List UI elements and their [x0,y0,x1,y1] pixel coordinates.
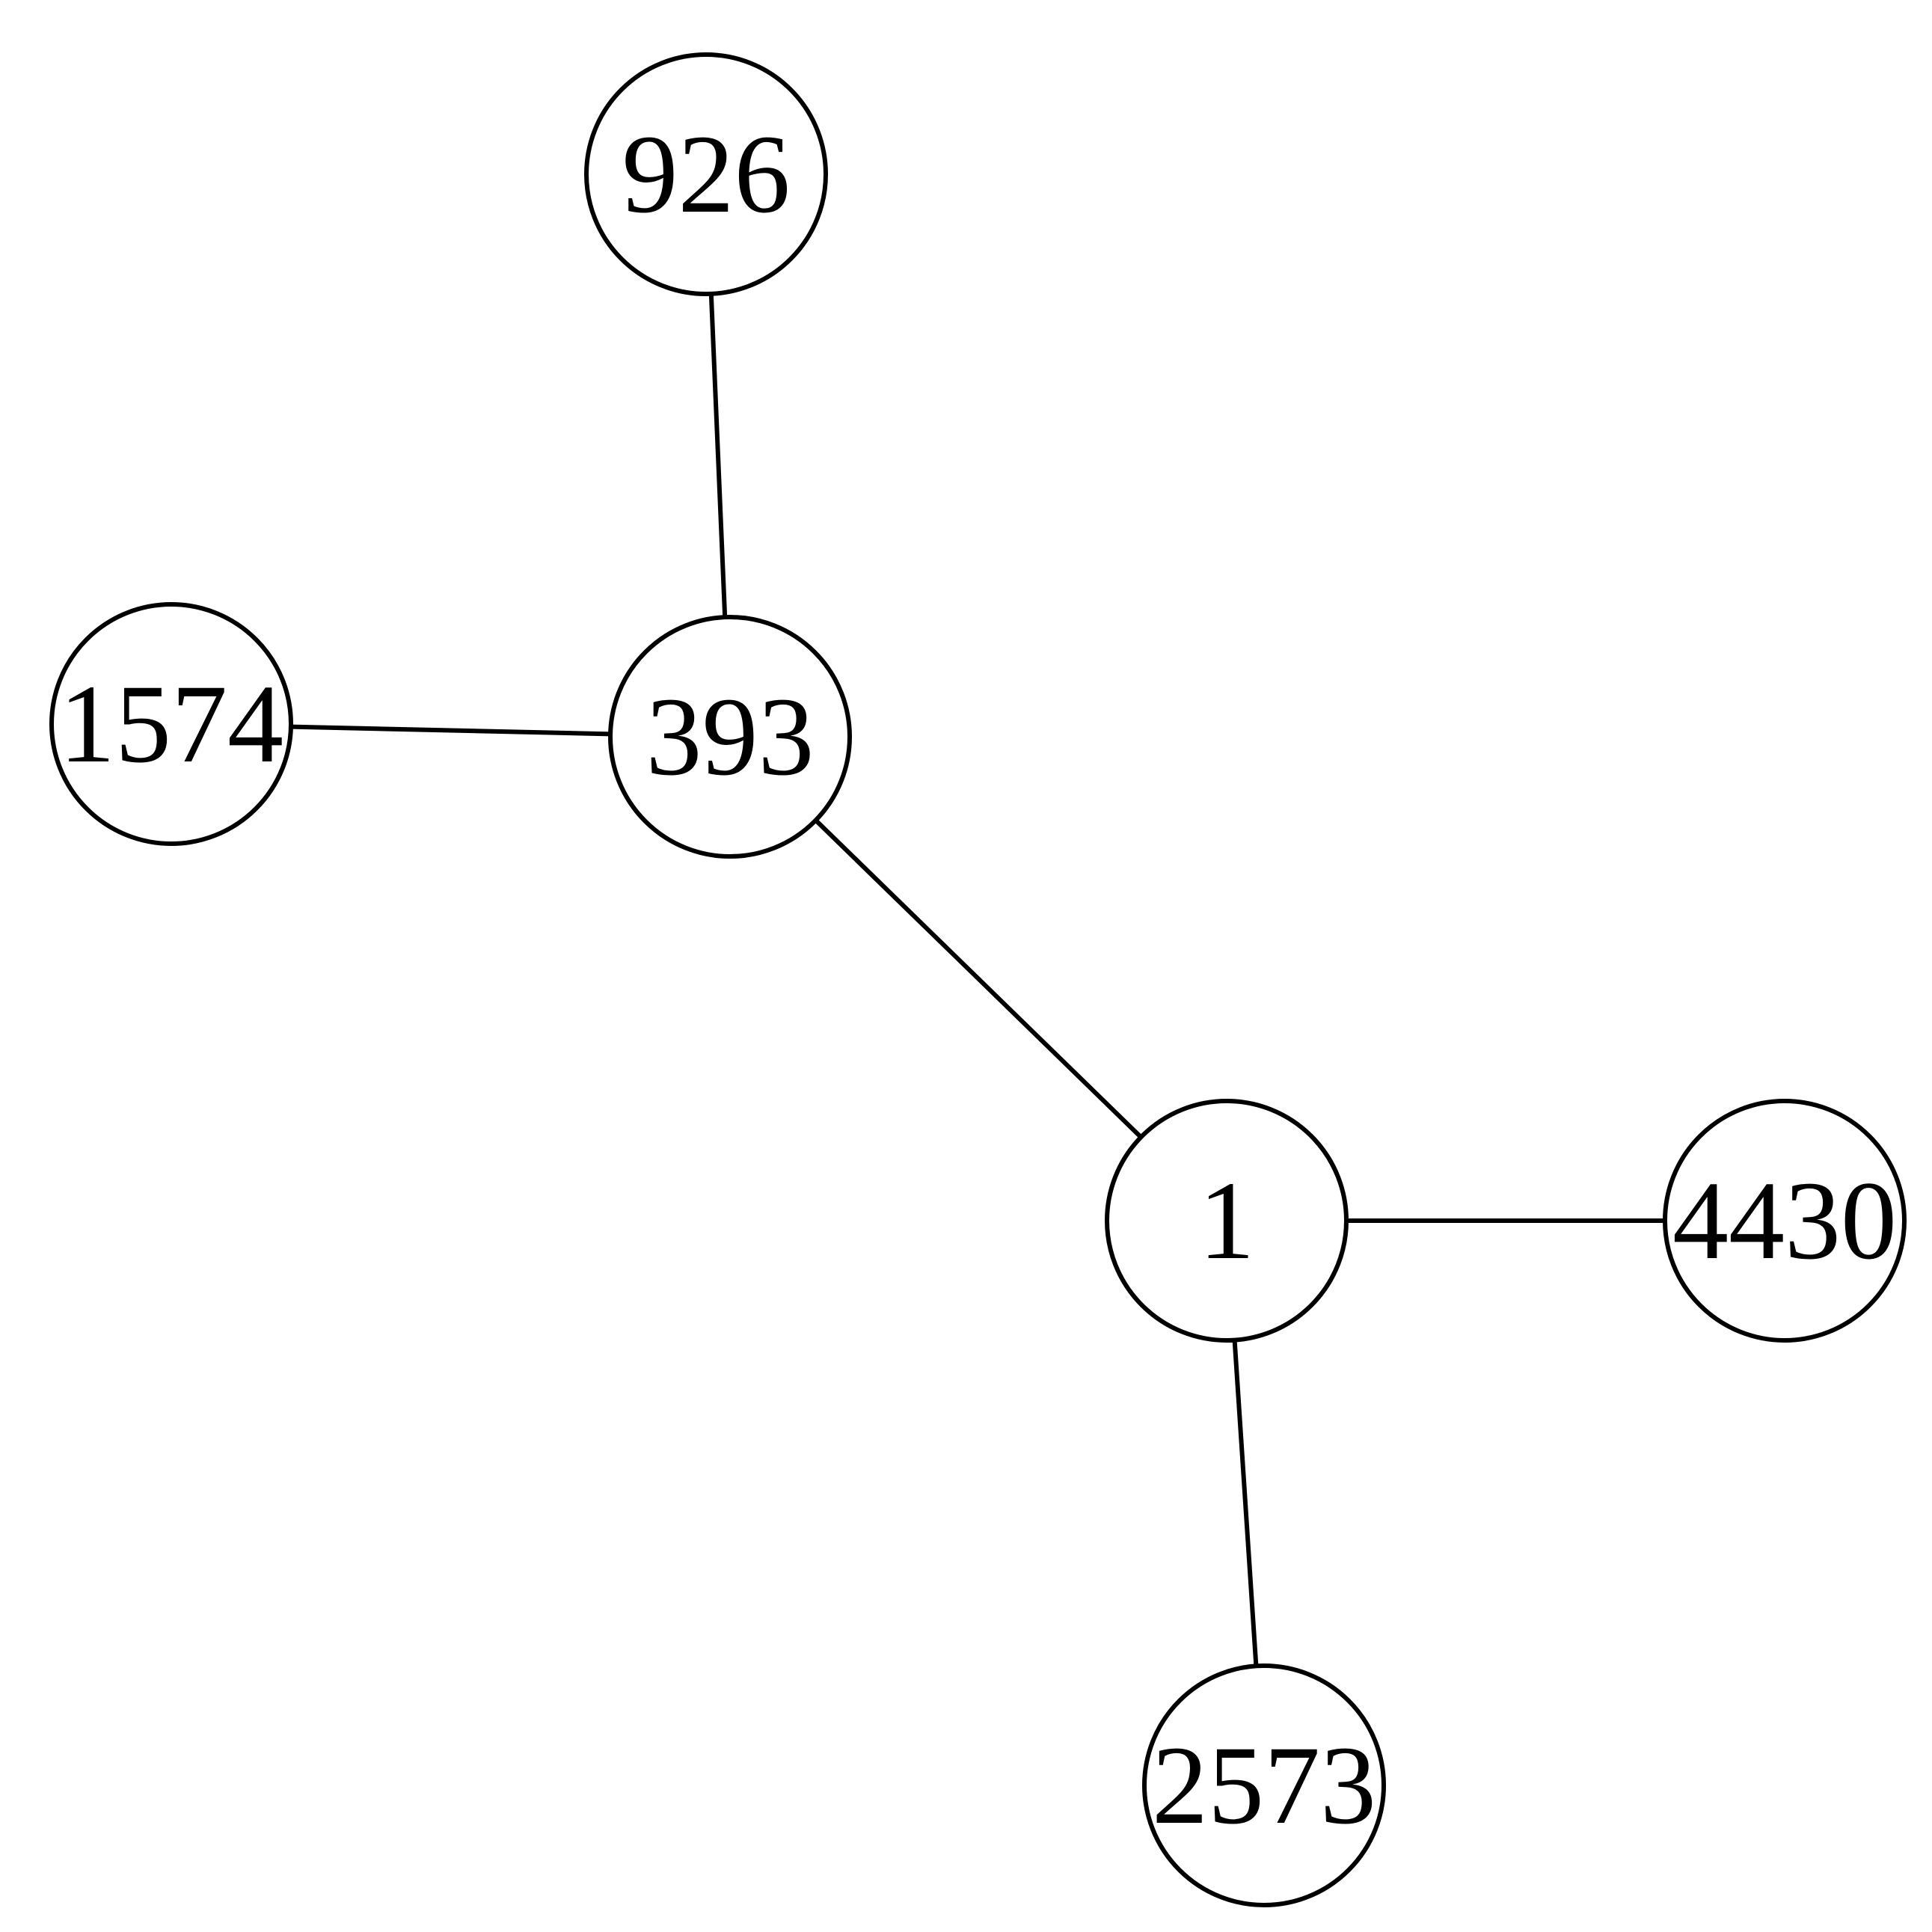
node-label-2573: 2573 [1152,1723,1376,1847]
node-393: 393 [608,615,852,859]
node-circle-393 [608,615,852,859]
node-label-1574: 1574 [59,662,283,786]
edge-393-1 [814,818,1143,1139]
node-1574: 1574 [49,602,293,846]
node-circle-4430 [1663,1099,1907,1343]
node-label-1: 1 [1199,1159,1255,1283]
edge-926-393 [708,293,728,618]
edge-1574-393 [290,724,611,737]
node-label-4430: 4430 [1672,1159,1897,1283]
edges-layer [290,293,1665,1666]
node-label-926: 926 [622,112,791,236]
nodes-layer: 926 393 1574 1 4430 2573 [49,52,1907,1907]
edge-1-2573 [1232,1340,1259,1666]
node-label-393: 393 [646,675,815,799]
node-circle-1574 [49,602,293,846]
node-2573: 2573 [1142,1663,1386,1907]
node-926: 926 [584,52,828,296]
node-circle-1 [1105,1099,1349,1343]
node-1: 1 [1105,1099,1349,1343]
node-4430: 4430 [1663,1099,1907,1343]
node-circle-2573 [1142,1663,1386,1907]
node-circle-926 [584,52,828,296]
